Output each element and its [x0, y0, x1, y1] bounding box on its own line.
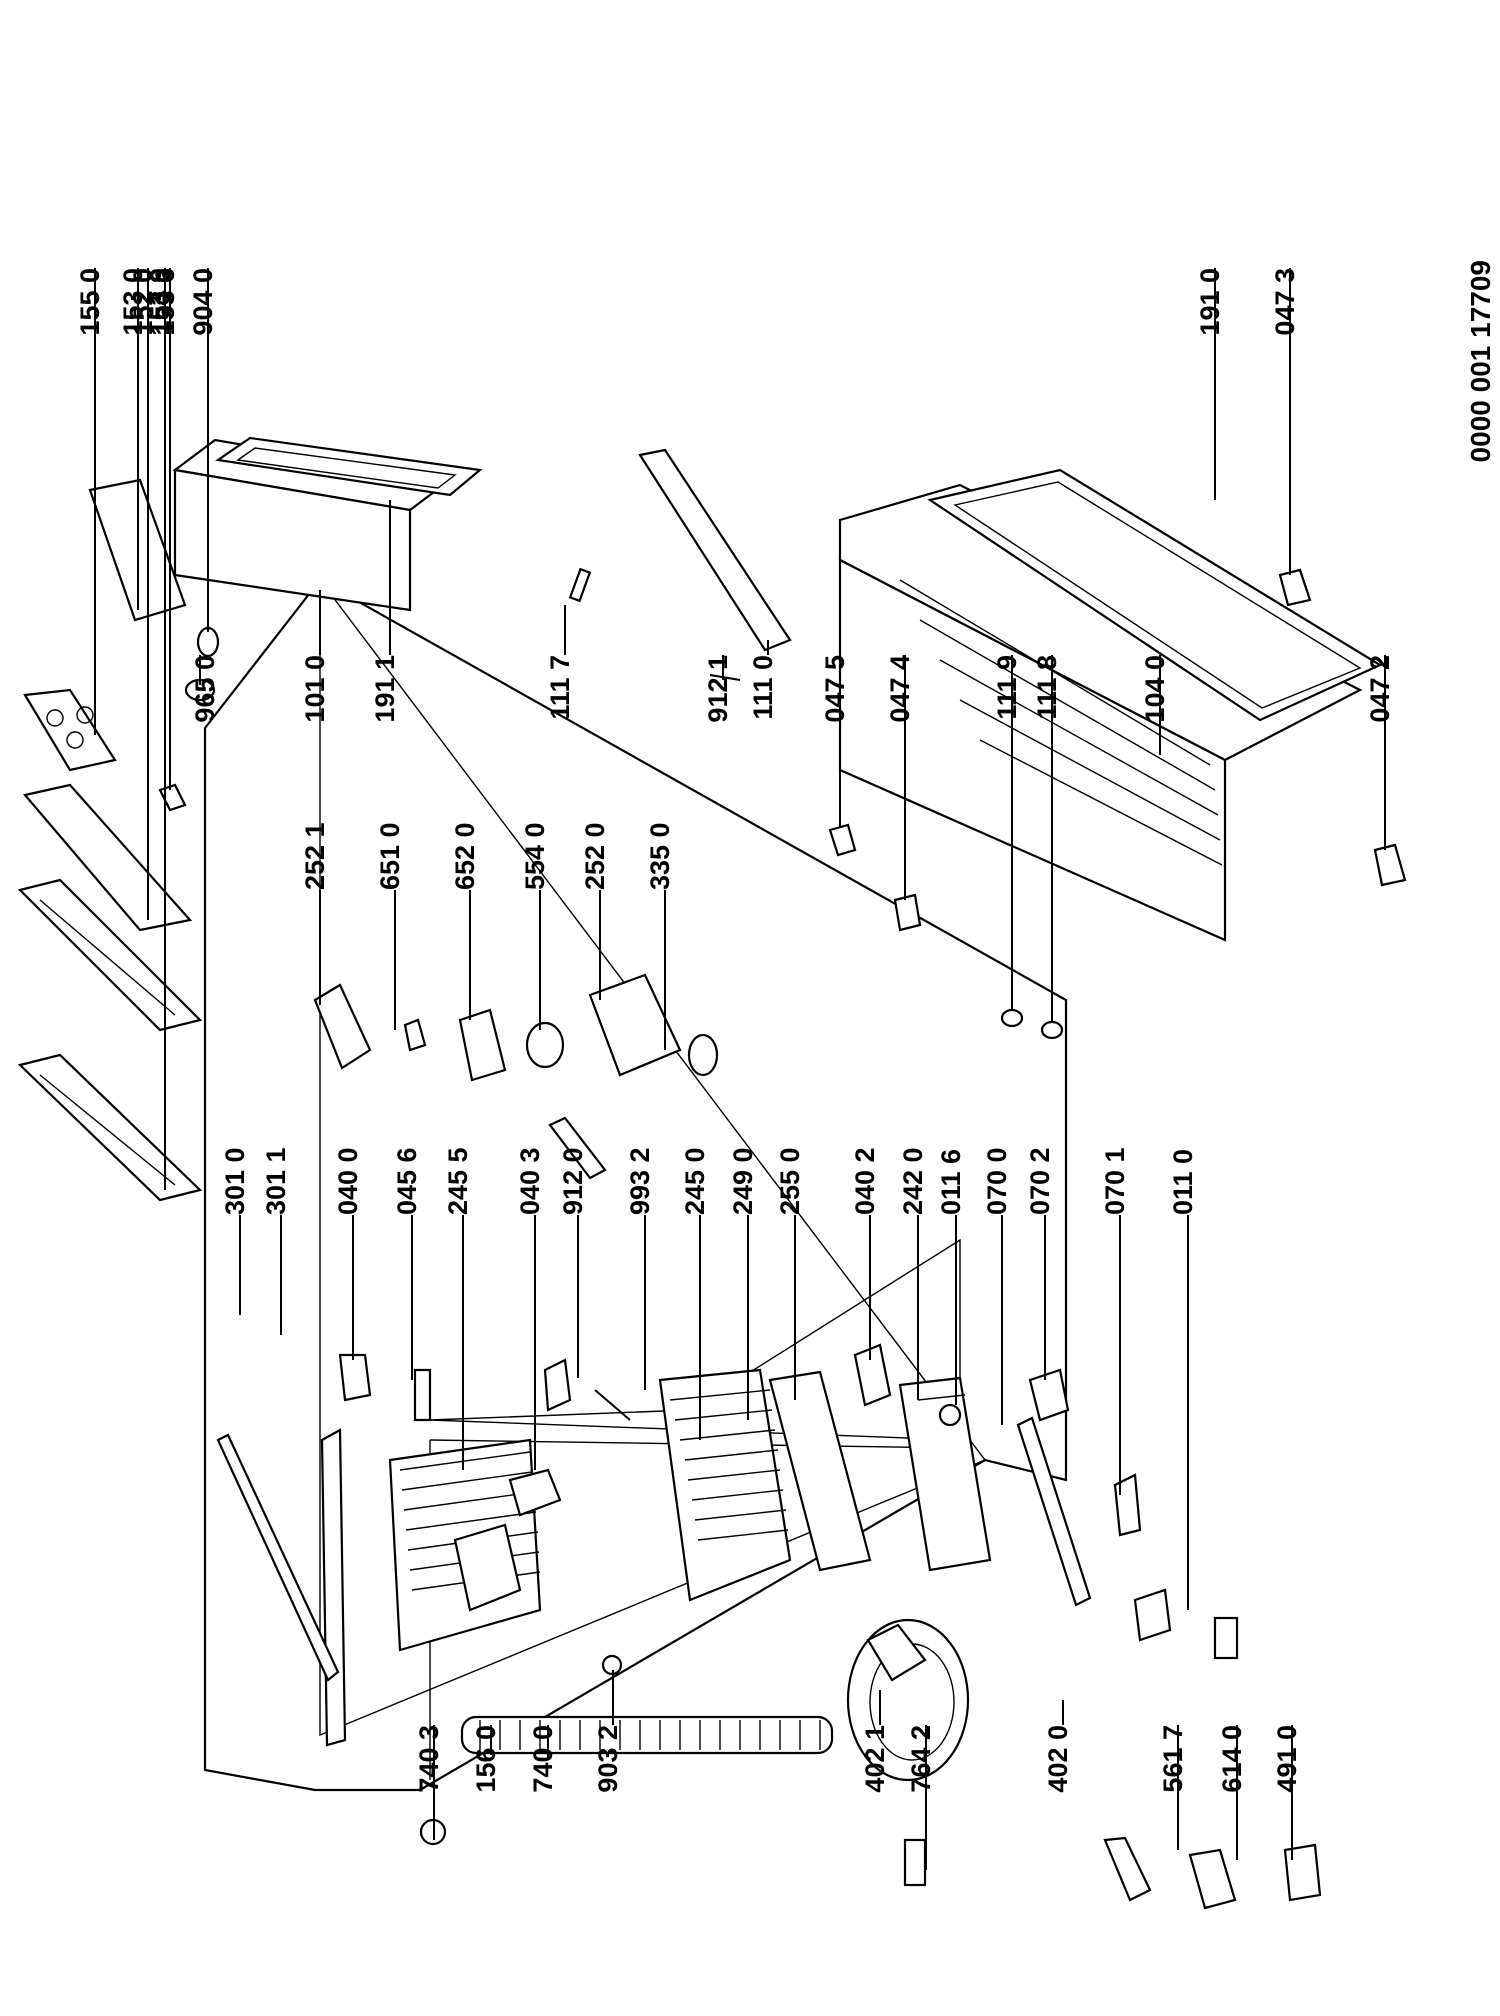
label-402-0: 402 0 — [1043, 1725, 1073, 1793]
label-191-0: 191 0 — [1195, 268, 1225, 336]
label-301-0: 301 0 — [220, 1147, 250, 1215]
label-047-3: 047 3 — [1270, 268, 1300, 336]
cabinet-illustration — [203, 577, 1092, 1846]
label-111-7: 111 7 — [545, 655, 575, 720]
label-191-1: 191 1 — [370, 655, 400, 723]
label-912-0: 912 0 — [558, 1147, 588, 1215]
label-047-4: 047 4 — [885, 655, 915, 723]
label-040-2: 040 2 — [850, 1147, 880, 1215]
label-104-0: 104 0 — [1140, 655, 1170, 723]
label-111-0: 111 0 — [748, 655, 778, 720]
label-153-0: 153 0 — [118, 268, 148, 336]
label-764-2: 764 2 — [906, 1725, 936, 1793]
label-402-1: 402 1 — [860, 1725, 890, 1793]
label-111-8: 111 8 — [1032, 655, 1062, 720]
label-651-0: 651 0 — [375, 822, 405, 890]
label-111-9: 111 9 — [992, 655, 1022, 720]
label-249-0: 249 0 — [728, 1147, 758, 1215]
label-965-0: 965 0 — [190, 655, 220, 723]
label-561-7: 561 7 — [1158, 1725, 1188, 1793]
part-labels: 301 0 301 1 040 0 045 6 245 5 040 3 912 … — [75, 260, 1496, 1793]
label-101-0: 101 0 — [300, 655, 330, 723]
label-153-6: 153 6 — [150, 268, 180, 336]
label-070-0: 070 0 — [982, 1147, 1012, 1215]
label-252-1: 252 1 — [300, 822, 330, 890]
label-242-0: 242 0 — [898, 1147, 928, 1215]
label-652-0: 652 0 — [450, 822, 480, 890]
label-904-0: 904 0 — [188, 268, 218, 336]
label-740-0: 740 0 — [528, 1725, 558, 1793]
thermostat-parts — [313, 973, 719, 1180]
label-245-5: 245 5 — [443, 1147, 473, 1215]
label-070-1: 070 1 — [1100, 1147, 1130, 1215]
label-154-0: 154 0 — [145, 268, 175, 336]
label-491-0: 491 0 — [1272, 1725, 1302, 1793]
label-255-0: 255 0 — [775, 1147, 805, 1215]
label-011-6: 011 6 — [936, 1149, 966, 1215]
loose-parts-column — [338, 1343, 1322, 1910]
label-045-6: 045 6 — [392, 1147, 422, 1215]
label-993-2: 993 2 — [625, 1147, 655, 1215]
label-912-1: 912 1 — [703, 655, 733, 723]
label-156-0: 156 0 — [471, 1725, 501, 1793]
label-011-0: 011 0 — [1168, 1149, 1198, 1215]
label-040-3: 040 3 — [515, 1147, 545, 1215]
label-155-0: 155 0 — [75, 268, 105, 336]
label-153-3: 153 3 — [145, 268, 175, 336]
label-070-2: 070 2 — [1025, 1147, 1055, 1215]
label-301-1: 301 1 — [261, 1147, 291, 1215]
label-252-0: 252 0 — [580, 822, 610, 890]
label-047-2: 047 2 — [1365, 655, 1395, 723]
label-245-0: 245 0 — [680, 1147, 710, 1215]
label-335-0: 335 0 — [645, 822, 675, 890]
label-040-0: 040 0 — [333, 1147, 363, 1215]
leader-lines — [94, 268, 1386, 1870]
door-shelves — [17, 478, 220, 1202]
label-903-2: 903 2 — [593, 1725, 623, 1793]
door-parts — [172, 436, 1407, 1040]
label-152-0: 152 0 — [128, 268, 158, 336]
document-number: 0000 001 17709 — [1465, 260, 1496, 462]
label-554-0: 554 0 — [520, 822, 550, 890]
label-614-0: 614 0 — [1217, 1725, 1247, 1793]
label-740-3: 740 3 — [414, 1725, 444, 1793]
label-047-5: 047 5 — [820, 655, 850, 723]
